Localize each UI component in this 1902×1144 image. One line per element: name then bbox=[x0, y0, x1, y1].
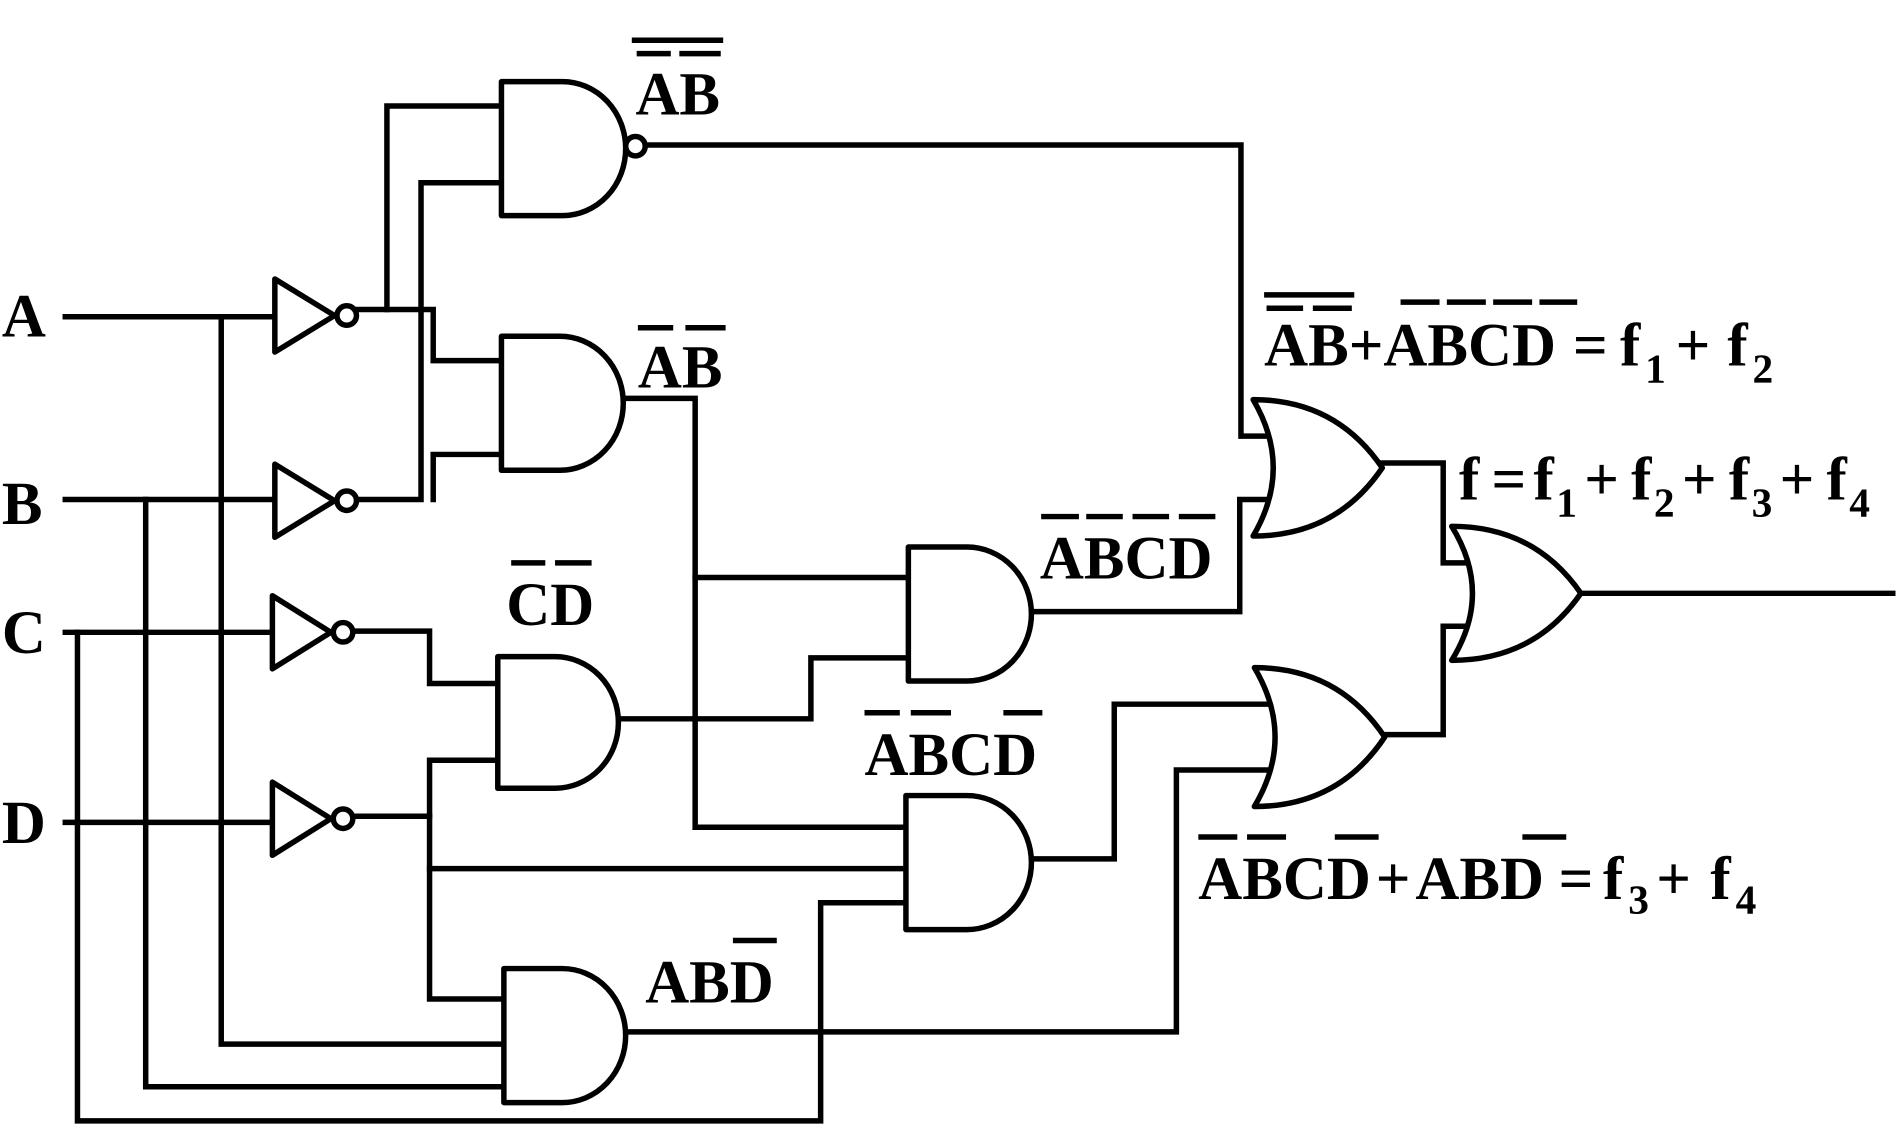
expr-f-t1: f bbox=[1534, 447, 1555, 514]
input-label-a: A bbox=[2, 283, 46, 350]
wire-or1-out bbox=[1379, 460, 1473, 566]
wire-a-tap-down bbox=[218, 314, 507, 1047]
wire-and-ab-out bbox=[620, 395, 909, 830]
input-label-c: C bbox=[2, 600, 46, 667]
expr-f: f bbox=[1459, 447, 1480, 514]
input-label-d: D bbox=[2, 790, 46, 857]
wire-not-c-out bbox=[350, 628, 501, 687]
svg-text:f=f1+f2+f3+f4: f=f1+f2+f3+f4 bbox=[1459, 447, 1870, 526]
expr-f3f4-f3: f bbox=[1603, 846, 1624, 913]
expr-f3f4-f4: f bbox=[1710, 846, 1731, 913]
expr-f3f4-f4-sub: 4 bbox=[1736, 877, 1757, 923]
expr-f1f2-f1-sub: 1 bbox=[1645, 346, 1666, 392]
expr-f1f2-term2: ABCD bbox=[1383, 312, 1556, 379]
expr-f3f4-f3-sub: 3 bbox=[1628, 877, 1649, 923]
wires bbox=[62, 103, 1896, 1124]
expr-f-p2: + bbox=[1682, 447, 1717, 514]
and-gate-abcd-top bbox=[905, 544, 1035, 684]
wire-nand-ab-out bbox=[642, 142, 1272, 439]
and-gate-cd bbox=[495, 653, 622, 791]
expr-f1f2-f2: f bbox=[1727, 312, 1748, 379]
expr-f-t2: f bbox=[1631, 447, 1652, 514]
expr-f-p1: + bbox=[1584, 447, 1619, 514]
and-gate-ab bbox=[498, 333, 626, 474]
expr-f-eq: = bbox=[1492, 447, 1527, 514]
expr-f1f2-term1: AB bbox=[1264, 312, 1349, 379]
and-gate-abd bbox=[501, 965, 629, 1106]
wire-not-d-down bbox=[426, 813, 507, 1002]
expr-f-t4: f bbox=[1826, 447, 1847, 514]
svg-text:ABCD+ABD=f3+f4: ABCD+ABD=f3+f4 bbox=[1198, 846, 1756, 923]
expr-f3f4-plus: + bbox=[1376, 846, 1411, 913]
input-label-b: B bbox=[2, 471, 43, 538]
expr-f-t3: f bbox=[1729, 447, 1750, 514]
overbars-nand-ab bbox=[631, 37, 724, 57]
expr-f1f2-eq: = bbox=[1573, 312, 1608, 379]
not-gate-b bbox=[272, 461, 360, 541]
gate-label-and-abd: ABD bbox=[645, 950, 774, 1017]
wire-not-b-out bbox=[352, 180, 505, 503]
gate-label-and-abcd-top: ABCD bbox=[1040, 526, 1213, 593]
expr-f3f4-term2: ABD bbox=[1415, 846, 1544, 913]
wire-not-d-out bbox=[350, 757, 501, 820]
wire-not-b-to-and bbox=[430, 451, 505, 503]
wire-and-cd-out bbox=[615, 655, 912, 722]
not-gate-d bbox=[269, 779, 356, 858]
wire-c-tap-down bbox=[74, 629, 909, 1124]
wire-and4-out bbox=[1028, 701, 1275, 862]
expression-f-total: f=f1+f2+f3+f4 bbox=[1459, 447, 1870, 526]
expr-f1f2-plus2: + bbox=[1676, 312, 1711, 379]
expr-f3f4-eq: = bbox=[1559, 846, 1594, 913]
not-gate-c bbox=[269, 593, 356, 672]
expr-f-t3-sub: 3 bbox=[1752, 480, 1773, 526]
nand-gate-ab bbox=[498, 78, 648, 219]
wire-not-a-out bbox=[352, 306, 505, 364]
expr-f-p3: + bbox=[1780, 447, 1815, 514]
expr-f1f2-f1: f bbox=[1620, 312, 1641, 379]
or-gate-f1-f2 bbox=[1250, 396, 1386, 539]
wire-b-tap-down bbox=[142, 496, 507, 1090]
expr-f-t2-sub: 2 bbox=[1654, 480, 1675, 526]
wire-or2-out bbox=[1381, 623, 1473, 738]
gate-label-and-cd: CD bbox=[506, 572, 594, 639]
or-gate-final bbox=[1448, 523, 1584, 664]
expr-f3f4-plus2: + bbox=[1656, 846, 1691, 913]
wire-and5-out bbox=[622, 767, 1275, 1035]
expr-f-t4-sub: 4 bbox=[1849, 480, 1870, 526]
and-gate-abcd-bottom bbox=[903, 792, 1035, 933]
gate-label-nand-ab: AB bbox=[635, 62, 720, 129]
gate-label-and-ab: AB bbox=[638, 334, 723, 401]
expr-f1f2-f2-sub: 2 bbox=[1753, 346, 1774, 392]
gate-label-and-abcd-bottom: ABCD bbox=[864, 722, 1037, 789]
expr-f-t1-sub: 1 bbox=[1556, 480, 1577, 526]
or-gate-f3-f4 bbox=[1251, 664, 1388, 810]
expr-f3f4-term1: ABCD bbox=[1198, 846, 1371, 913]
svg-text:AB+ABCD=f1+f2: AB+ABCD=f1+f2 bbox=[1264, 312, 1773, 391]
wire-and3-out bbox=[1028, 496, 1272, 615]
wire-not-a-to-nand bbox=[384, 103, 505, 313]
not-gate-a bbox=[272, 276, 360, 355]
expr-f1f2-plus: + bbox=[1349, 312, 1384, 379]
